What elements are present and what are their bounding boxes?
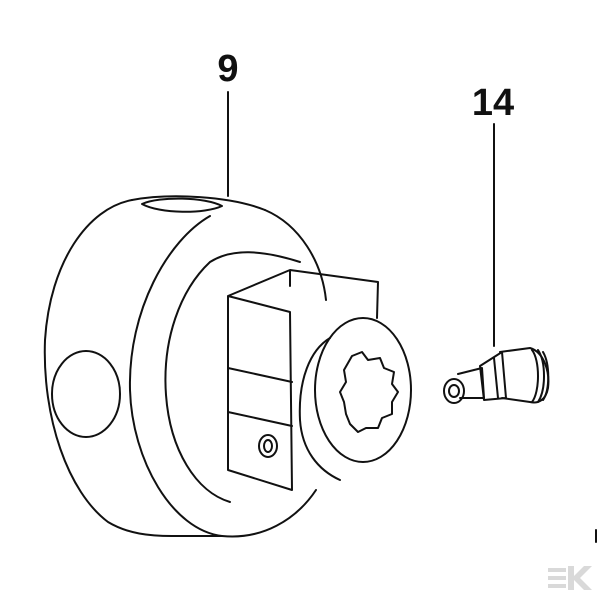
- hub-inner-ring: [164, 251, 301, 503]
- hub-block-hole-inner: [263, 439, 273, 453]
- callout-label-9: 9: [217, 48, 239, 90]
- hub-front-face: [128, 209, 327, 538]
- hub-top-edge: [131, 195, 266, 211]
- nipple-tip: [443, 378, 465, 404]
- hub-boss-side: [298, 337, 341, 481]
- hub-block-groove: [227, 367, 293, 427]
- hub-boss-face: [314, 317, 412, 463]
- nipple-tip-inner: [448, 384, 460, 398]
- hub-side-hole: [51, 350, 121, 438]
- nipple-threads: [531, 349, 550, 403]
- watermark-logo: [548, 566, 592, 590]
- hub-square-block: [227, 269, 379, 491]
- callout-label-14: 14: [471, 82, 515, 124]
- part-14-grease-nipple: [443, 347, 550, 404]
- part-9-coupling-hub: [43, 195, 412, 538]
- nipple-shank: [457, 367, 485, 399]
- hub-spline-bore: [339, 351, 399, 433]
- hub-outer-body: [43, 199, 223, 537]
- hub-block-hole: [258, 434, 278, 458]
- hub-top-slot: [141, 197, 223, 213]
